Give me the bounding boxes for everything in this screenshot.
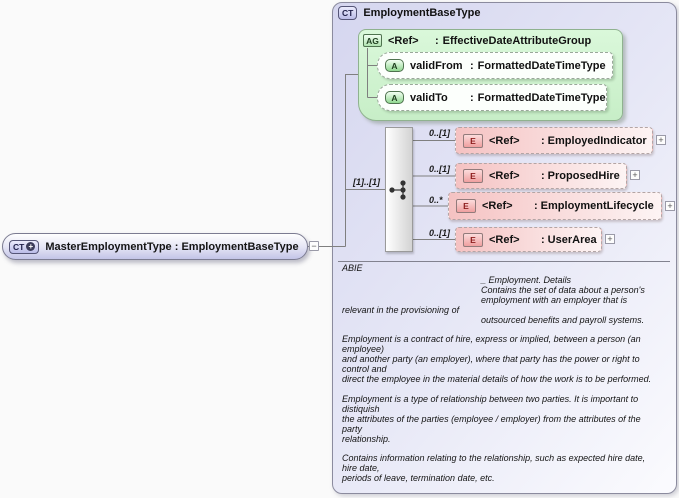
expand-icon[interactable]: + (656, 135, 666, 145)
element-badge-icon: E (463, 232, 483, 247)
doc-line: employment with an employer that is (481, 294, 628, 305)
element-type: ProposedHire (547, 170, 620, 182)
doc-line: _ Employment. Details (481, 275, 572, 285)
attribute-type: FormattedDateTimeType (477, 59, 606, 72)
doc-line: control and (342, 364, 387, 375)
doc-line: outsourced benefits and payroll systems. (481, 314, 645, 325)
doc-line: distiquish (342, 403, 380, 414)
doc-line: the attributes of the parties (employee … (342, 413, 641, 424)
doc-line: Employment is a contract of hire, expres… (342, 334, 641, 345)
attribute-group-type: EffectiveDateAttributeGroup (442, 34, 592, 47)
sequence-cardinality: [1]..[1] (353, 177, 380, 187)
complex-type-badge-icon: CT (338, 6, 358, 20)
attribute-name: validTo (410, 91, 448, 104)
attribute-badge-icon: A (385, 91, 404, 104)
doc-line: Contains information relating to the rel… (342, 453, 646, 464)
collapse-icon[interactable]: − (309, 241, 319, 251)
element-colon: : (541, 170, 545, 182)
doc-line: periods of leave, termination date, etc. (342, 473, 495, 484)
complex-type-badge-icon: CT + (9, 239, 40, 254)
derived-plus-icon: + (26, 242, 36, 251)
doc-line: party (342, 423, 363, 434)
element-colon: : (541, 134, 545, 147)
element-node-proposed-hire[interactable]: E <Ref> : ProposedHire (455, 163, 627, 189)
expand-icon[interactable]: + (605, 234, 615, 244)
element-cardinality: 0..[1] (429, 164, 451, 174)
element-colon: : (541, 233, 545, 246)
doc-line: hire date, (342, 463, 380, 474)
attribute-node-validto[interactable]: A validTo : FormattedDateTimeType (377, 84, 607, 111)
documentation-label: ABIE (342, 263, 363, 273)
attribute-group-name: <Ref> (388, 34, 419, 47)
doc-line: direct the employee in the material deta… (342, 374, 652, 385)
attribute-group-badge-icon: AG (363, 34, 382, 47)
documentation-divider (338, 261, 670, 262)
badge-text: CT (13, 241, 25, 252)
doc-line: Contains the set of data about a person'… (481, 284, 645, 295)
attribute-name: validFrom (410, 59, 463, 72)
element-node-user-area[interactable]: E <Ref> : UserArea (455, 227, 602, 252)
element-name: <Ref> (482, 200, 513, 212)
element-colon: : (534, 200, 538, 212)
doc-line: relevant in the provisioning of (342, 304, 460, 315)
expand-icon[interactable]: + (665, 201, 675, 211)
sequence-icon (389, 179, 406, 200)
element-cardinality: 0..* (429, 195, 443, 205)
panel-header: CT EmploymentBaseType (338, 6, 481, 20)
element-name: <Ref> (489, 233, 520, 246)
element-badge-icon: E (463, 133, 483, 148)
element-type: UserArea (547, 233, 597, 246)
attribute-badge-icon: A (385, 59, 404, 72)
element-type: EmployedIndicator (547, 134, 647, 147)
doc-line: relationship. (342, 433, 391, 444)
attribute-group-header[interactable]: AG <Ref> : EffectiveDateAttributeGroup (363, 34, 591, 47)
attribute-group-colon: : (435, 34, 439, 47)
attribute-type: FormattedDateTimeType (477, 91, 606, 104)
doc-line: employee) (342, 344, 385, 355)
element-name: <Ref> (489, 134, 520, 147)
element-cardinality: 0..[1] (429, 128, 451, 138)
attribute-node-validfrom[interactable]: A validFrom : FormattedDateTimeType (377, 52, 613, 79)
panel-title: EmploymentBaseType (363, 7, 481, 19)
source-node-label: MasterEmploymentType : EmploymentBaseTyp… (45, 240, 299, 253)
expand-icon[interactable]: + (630, 170, 640, 180)
doc-line: Employment is a type of relationship bet… (342, 393, 639, 404)
attribute-colon: : (470, 59, 474, 72)
element-name: <Ref> (489, 170, 520, 182)
attribute-colon: : (470, 91, 474, 104)
type-node-master-employment[interactable]: CT + MasterEmploymentType : EmploymentBa… (2, 233, 308, 260)
doc-line: and another party (an employer), where t… (342, 354, 640, 365)
element-cardinality: 0..[1] (429, 228, 451, 238)
element-node-employed-indicator[interactable]: E <Ref> : EmployedIndicator (455, 127, 653, 154)
sequence-compositor[interactable] (385, 127, 413, 252)
badge-text: CT (342, 8, 354, 18)
element-node-employment-lifecycle[interactable]: E <Ref> : EmploymentLifecycle (448, 192, 662, 220)
element-badge-icon: E (456, 199, 476, 213)
element-type: EmploymentLifecycle (540, 200, 654, 212)
element-badge-icon: E (463, 169, 483, 183)
